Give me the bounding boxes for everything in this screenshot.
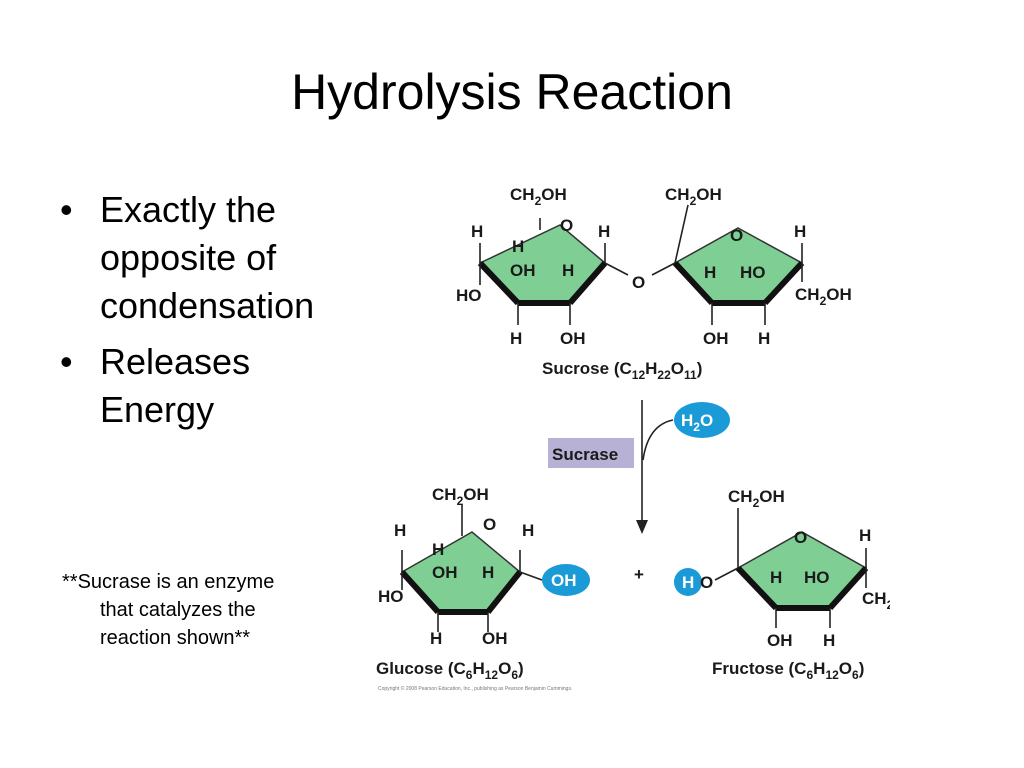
svg-text:H: H: [758, 329, 770, 348]
note-line: that catalyzes the: [100, 599, 256, 621]
hydrogen-highlight: [674, 568, 702, 596]
water-bubble: [674, 402, 730, 438]
svg-text:H: H: [794, 222, 806, 241]
svg-text:H: H: [471, 222, 483, 241]
bullet-text-line: Exactly the: [100, 189, 277, 230]
bullet-text-line: Releases: [100, 341, 251, 382]
note-line: reaction shown**: [100, 627, 251, 649]
svg-text:CH2OH: CH2OH: [432, 485, 489, 508]
svg-text:CH2OH: CH2OH: [510, 185, 567, 208]
hydrolysis-diagram: CH2OH O H H H OH H HO H OH O CH2OH O H H…: [376, 185, 890, 692]
enzyme-note: **Sucrase is an enzyme that catalyzes th…: [62, 568, 362, 652]
svg-text:H: H: [682, 573, 694, 592]
reaction-arrow: H2O Sucrase: [548, 400, 730, 534]
svg-text:Glucose (C6H12O6): Glucose (C6H12O6): [376, 659, 524, 682]
svg-text:OH: OH: [560, 329, 586, 348]
svg-text:Sucrose (C12H22O11): Sucrose (C12H22O11): [542, 359, 702, 382]
svg-text:H: H: [562, 261, 574, 280]
svg-text:H: H: [704, 263, 716, 282]
fructose-molecule: CH2OH O H H HO CH2OH OH H H O Fructose (…: [674, 487, 890, 682]
bullet-text-line: opposite of: [100, 237, 277, 278]
svg-text:H: H: [510, 329, 522, 348]
svg-text:H: H: [859, 526, 871, 545]
bullet-text-line: condensation: [100, 285, 315, 326]
glucose-molecule: CH2OH O H H H OH H HO H OH OH Glucose (C…: [376, 485, 590, 682]
svg-text:H: H: [598, 222, 610, 241]
svg-text:O: O: [730, 226, 743, 245]
svg-text:H: H: [770, 568, 782, 587]
svg-text:OH: OH: [482, 629, 508, 648]
bullet-item-energy: • Releases Energy: [58, 338, 378, 434]
svg-text:CH2OH: CH2OH: [728, 487, 785, 510]
svg-text:HO: HO: [456, 286, 482, 305]
bullet-text-line: Energy: [100, 389, 215, 430]
svg-text:O: O: [632, 273, 645, 292]
svg-text:O: O: [700, 573, 713, 592]
svg-text:H2O: H2O: [681, 411, 713, 434]
hydroxyl-highlight: [542, 564, 590, 596]
svg-text:HO: HO: [740, 263, 766, 282]
sucrose-glucose-ring: [478, 224, 607, 304]
svg-text:H: H: [823, 631, 835, 650]
svg-text:H: H: [432, 540, 444, 559]
svg-text:CH2OH: CH2OH: [862, 589, 890, 612]
fructose-label: Fructose: [712, 659, 784, 678]
svg-text:H: H: [512, 237, 524, 256]
svg-text:OH: OH: [432, 563, 458, 582]
bullet-dot-icon: •: [60, 189, 73, 230]
sucrose-label: Sucrose: [542, 359, 609, 378]
svg-text:O: O: [794, 528, 807, 547]
bullet-item-opposite: • Exactly the opposite of condensation: [58, 186, 378, 330]
svg-text:OH: OH: [510, 261, 536, 280]
svg-text:OH: OH: [767, 631, 793, 650]
svg-text:H: H: [394, 521, 406, 540]
svg-text:H: H: [430, 629, 442, 648]
svg-text:OH: OH: [703, 329, 729, 348]
svg-text:Fructose (C6H12O6): Fructose (C6H12O6): [712, 659, 864, 682]
svg-text:H: H: [482, 563, 494, 582]
svg-text:CH2OH: CH2OH: [665, 185, 722, 208]
glucose-label: Glucose: [376, 659, 443, 678]
enzyme-box: [548, 438, 634, 468]
glucose-ring: [400, 531, 522, 613]
svg-text:O: O: [483, 515, 496, 534]
note-line: **Sucrase is an enzyme: [62, 571, 275, 593]
svg-text:OH: OH: [551, 571, 577, 590]
plus-sign: +: [634, 565, 644, 584]
svg-text:O: O: [560, 216, 573, 235]
svg-text:CH2OH: CH2OH: [795, 285, 852, 308]
svg-text:H: H: [522, 521, 534, 540]
svg-text:HO: HO: [804, 568, 830, 587]
bullet-dot-icon: •: [60, 341, 73, 382]
slide-title: Hydrolysis Reaction: [291, 64, 733, 120]
copyright-credit: Copyright © 2008 Pearson Education, Inc.…: [378, 685, 572, 692]
svg-text:HO: HO: [378, 587, 404, 606]
bullet-list: • Exactly the opposite of condensation •…: [58, 186, 378, 442]
enzyme-label: Sucrase: [552, 445, 618, 464]
sucrose-molecule: CH2OH O H H H OH H HO H OH O CH2OH O H H…: [456, 185, 852, 382]
